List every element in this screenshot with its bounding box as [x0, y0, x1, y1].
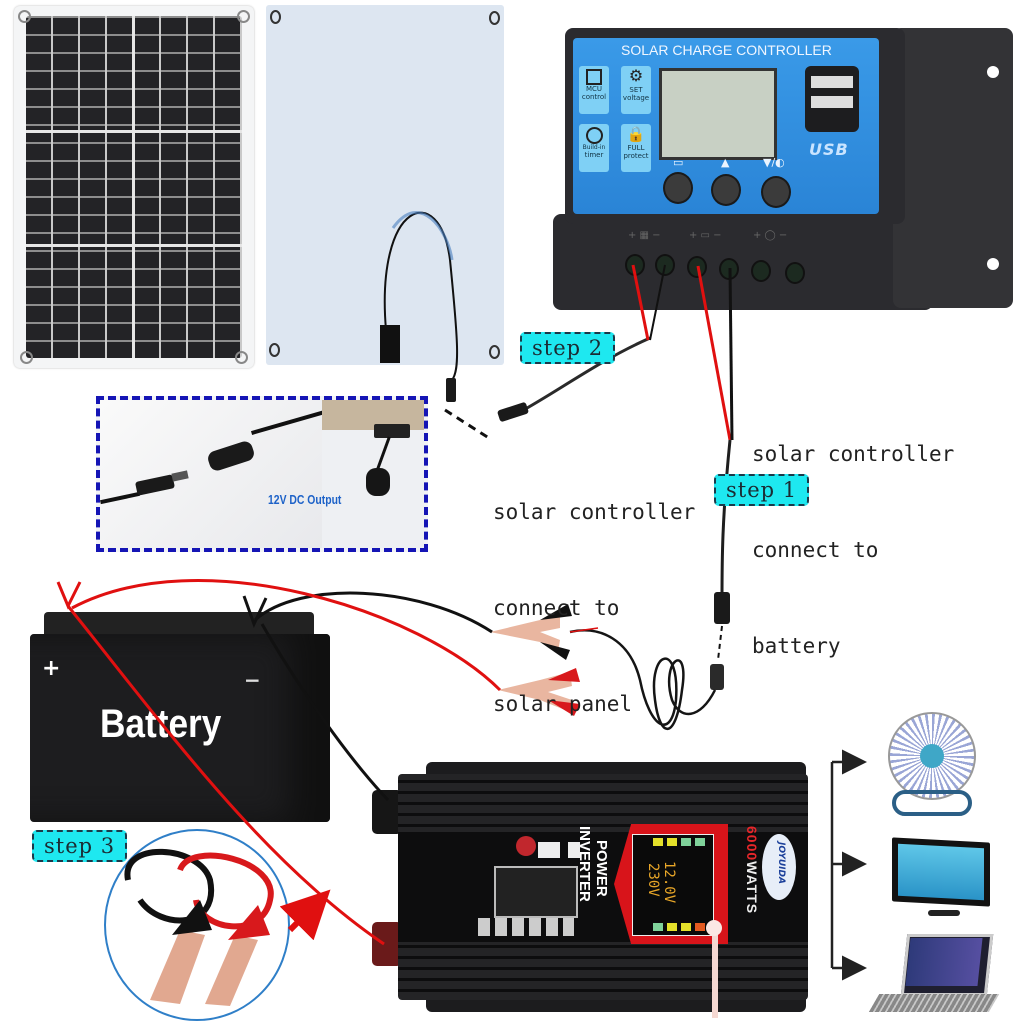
clock-icon — [585, 127, 603, 144]
terminal-label-solar: + ▦ − — [628, 230, 661, 241]
menu-button[interactable] — [663, 172, 693, 204]
feature-build-in-timer: Build-in timer — [579, 124, 609, 172]
junction-box — [380, 325, 400, 363]
red-pointer-arrow — [279, 889, 331, 941]
feature-full-protect: 🔒 FULL protect — [621, 124, 651, 172]
usb-label: USB — [809, 140, 849, 159]
battery-positive-sign: + — [42, 656, 61, 681]
battery-positive-clip — [56, 581, 82, 610]
chip-icon — [586, 69, 602, 85]
mount-hole — [270, 10, 281, 24]
feature-set-voltage: ⚙ SET voltage — [621, 66, 651, 114]
clamp-red-lead — [569, 627, 599, 633]
inverter-brand-badge: JOYUIDA — [762, 834, 796, 900]
button-symbol-down: ▼/◐ — [763, 156, 785, 169]
button-symbol-menu: ▭ — [673, 156, 684, 169]
controller-to-battery-cable — [720, 439, 732, 601]
solar-negative-wire — [649, 264, 666, 341]
inverter-positive-terminal[interactable] — [372, 922, 402, 966]
mount-hole — [269, 343, 280, 357]
appliance-tv — [892, 837, 992, 922]
button-symbol-up: ▲ — [721, 156, 730, 169]
solar-cells — [26, 16, 242, 358]
red-alligator-clip — [498, 668, 580, 716]
terminal-load-positive[interactable] — [751, 260, 771, 282]
inverter-positive-lead — [66, 605, 385, 946]
battery-positive-to-clip — [71, 579, 502, 692]
mount-hole — [18, 10, 31, 23]
solar-panel-front — [14, 6, 254, 368]
lock-icon: 🔒 — [626, 125, 646, 143]
step-2-label: step 2 — [520, 332, 616, 364]
inverter-output-cable — [712, 930, 718, 1018]
dc-plug-photo — [100, 400, 330, 548]
mount-hole — [987, 66, 999, 78]
mount-hole — [237, 10, 250, 23]
appliance-fan — [888, 712, 978, 820]
step-1-label: step 1 — [714, 474, 810, 506]
up-button[interactable] — [711, 174, 741, 206]
inverter-lcd: 12.0V 230V — [632, 834, 714, 936]
clamp-cable-coil — [569, 629, 717, 731]
power-inverter: 12.0V 230V 6000WATTS JOYUIDA POWER INVER… — [368, 762, 808, 1018]
lcd-screen — [659, 68, 777, 160]
mount-hole — [235, 351, 248, 364]
dc-output-label: 12V DC Output — [268, 492, 342, 507]
feature-mcu-control: MCU control — [579, 66, 609, 114]
controller-title: SOLAR CHARGE CONTROLLER — [621, 42, 832, 58]
usb-ports — [805, 66, 859, 132]
mount-hole — [20, 351, 33, 364]
battery-positive-wire — [696, 265, 732, 441]
terminal-label-battery: + ▭ − — [689, 230, 722, 241]
dc-output-photo — [322, 400, 424, 548]
step-2-caption: solar controller connect to solar panel — [493, 500, 696, 716]
terminal-label-load: + ◯ − — [753, 230, 788, 241]
mount-hole — [489, 345, 500, 359]
battery-negative-clip — [242, 595, 268, 628]
mount-hole — [489, 11, 500, 25]
dashed-connector-panel — [444, 408, 493, 442]
step-1-caption: solar controller connect to battery — [752, 442, 955, 658]
dc-output-callout: 12V DC Output — [96, 396, 428, 552]
battery-negative-sign: − — [244, 668, 261, 692]
controller-to-panel-cable — [519, 336, 651, 414]
solar-positive-wire — [631, 264, 650, 341]
charge-controller: SOLAR CHARGE CONTROLLER MCU control ⚙ SE… — [553, 28, 1013, 310]
battery-negative-to-clip — [254, 591, 493, 634]
gear-icon: ⚙ — [628, 66, 644, 85]
mount-hole — [987, 258, 999, 270]
down-button[interactable] — [761, 176, 791, 208]
controller-face: SOLAR CHARGE CONTROLLER MCU control ⚙ SE… — [573, 38, 879, 214]
terminal-load-negative[interactable] — [785, 262, 805, 284]
inverter-negative-lead — [260, 623, 390, 802]
battery-negative-wire — [728, 267, 734, 441]
inverter-usage-illustration — [472, 834, 582, 944]
step-3-label: step 3 — [32, 830, 128, 862]
solar-panel-cable-shadow — [391, 211, 454, 261]
black-alligator-clip — [490, 604, 572, 660]
